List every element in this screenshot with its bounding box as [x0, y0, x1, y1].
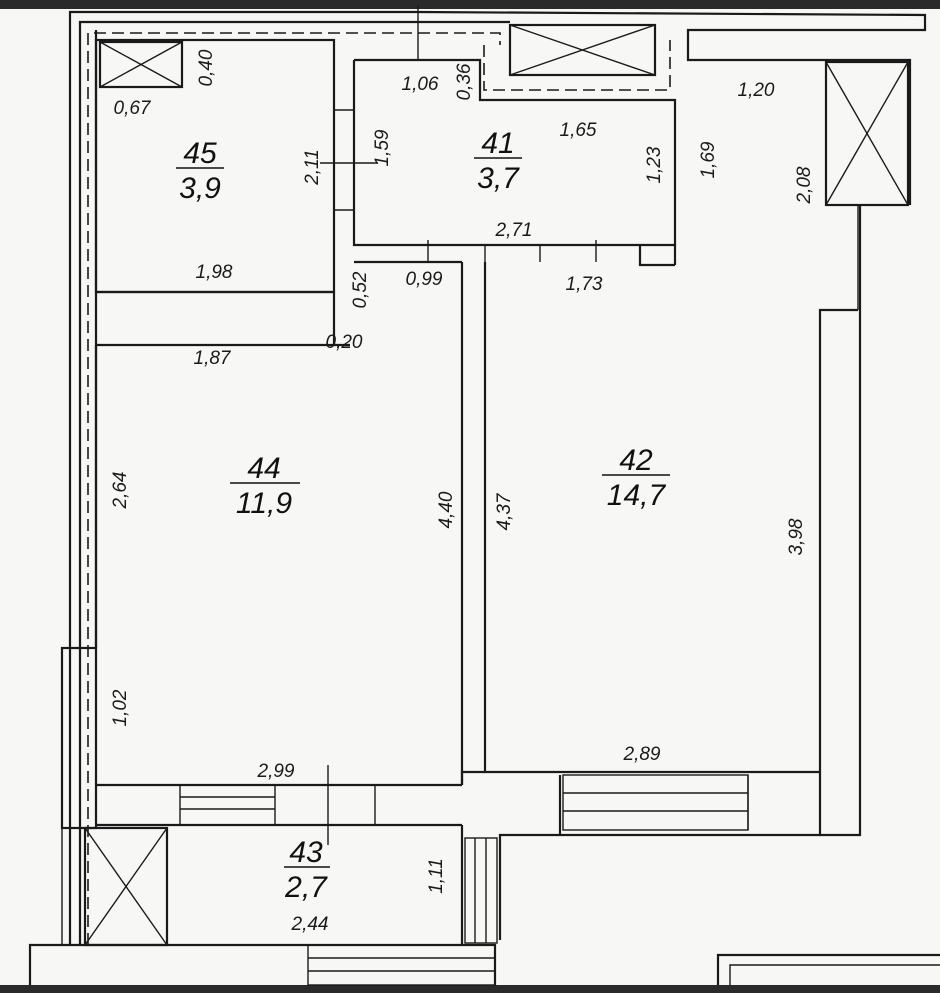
dimension-labels: 0,40 0,67 2,11 1,59 1,06 0,36 1,65 1,23 … — [110, 49, 815, 935]
room-41-walls — [352, 5, 677, 267]
dim-label: 2,64 — [110, 472, 131, 510]
dim-label: 0,40 — [196, 49, 217, 86]
dim-label: 2,08 — [794, 166, 815, 204]
room-number: 41 — [481, 127, 514, 160]
dim-label: 4,40 — [436, 491, 457, 528]
dim-label: 2,44 — [291, 914, 329, 935]
window-top-icon — [508, 23, 657, 77]
dim-label: 3,98 — [786, 518, 807, 555]
room-number: 45 — [183, 137, 217, 170]
room-44-walls — [60, 260, 464, 845]
room-label-45: 45 3,9 — [176, 137, 224, 205]
dim-label: 1,69 — [698, 141, 719, 178]
vent-shaft-top-left-icon — [98, 40, 184, 89]
dim-label: 1,11 — [426, 858, 447, 894]
dim-label: 1,06 — [402, 74, 439, 95]
dim-label: 1,87 — [194, 348, 232, 369]
dim-label: 0,67 — [114, 98, 152, 119]
dim-label: 1,65 — [560, 120, 597, 141]
dim-label: 2,99 — [257, 761, 295, 782]
neighbor-wall — [716, 953, 940, 985]
paper-background — [0, 8, 940, 985]
room-area: 2,7 — [284, 871, 328, 904]
dim-label: 1,73 — [566, 274, 603, 295]
dim-label: 2,89 — [623, 744, 661, 765]
room-42-walls — [460, 262, 820, 831]
room-45-walls — [94, 38, 378, 347]
room-area: 11,9 — [236, 487, 292, 520]
room-label-43: 43 2,7 — [284, 836, 330, 904]
room-number: 43 — [289, 836, 323, 869]
dim-label: 1,02 — [110, 689, 131, 726]
room-43-walls — [307, 825, 498, 986]
room-label-42: 42 14,7 — [602, 444, 670, 512]
vent-shaft-right-icon — [824, 60, 910, 207]
dim-label: 1,98 — [196, 262, 233, 283]
room-number: 44 — [247, 452, 280, 485]
room-area: 3,9 — [179, 172, 221, 205]
dim-label: 2,11 — [302, 149, 323, 186]
dim-label: 0,36 — [454, 63, 475, 100]
vent-shaft-bottom-left-icon — [83, 826, 169, 947]
room-number: 42 — [619, 444, 653, 477]
dim-label: 0,20 — [326, 332, 363, 353]
dim-label: 2,71 — [495, 220, 533, 241]
room-area: 14,7 — [607, 479, 667, 512]
room-area: 3,7 — [477, 162, 520, 195]
room-label-44: 44 11,9 — [230, 452, 300, 520]
exterior-walls — [28, 10, 927, 985]
dim-label: 0,52 — [350, 271, 371, 308]
dim-label: 1,59 — [372, 129, 393, 166]
dim-label: 0,99 — [406, 269, 443, 290]
dim-label: 4,37 — [494, 492, 515, 530]
dim-label: 1,20 — [738, 80, 775, 101]
dim-label: 1,23 — [644, 146, 665, 183]
room-label-41: 41 3,7 — [474, 127, 522, 195]
